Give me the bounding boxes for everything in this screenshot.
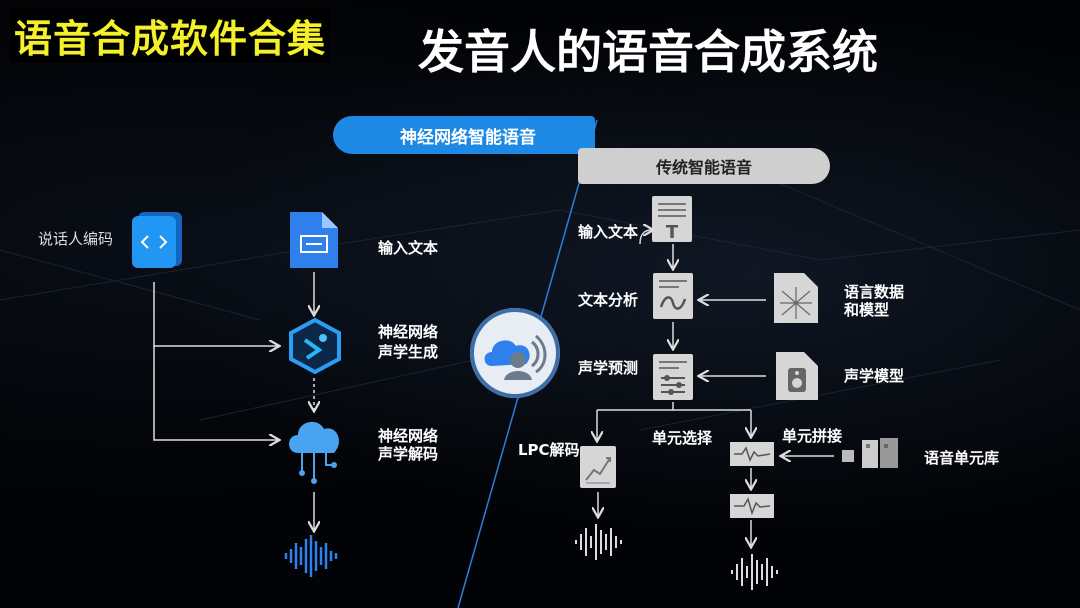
slide-title: 发音人的语音合成系统 — [418, 25, 878, 79]
neural-banner-label: 神经网络智能语音 — [400, 127, 536, 148]
neural-banner: 神经网络智能语音 — [333, 116, 595, 154]
unit-wave-box-icon — [730, 442, 774, 466]
text-analysis-label: 文本分析 — [578, 291, 639, 309]
speech-cloud-logo — [470, 308, 560, 398]
unit-library-label: 语音单元库 — [924, 449, 1000, 467]
code-file-icon — [132, 212, 182, 268]
language-data-line2: 和模型 — [844, 301, 890, 319]
lpc-output-waveform-icon — [575, 524, 622, 560]
language-data-line1: 语言数据 — [844, 283, 905, 301]
acoustic-predict-doc-icon — [653, 354, 693, 400]
acoustic-model-doc-icon — [776, 352, 818, 400]
acoustic-predict-label: 声学预测 — [578, 359, 639, 377]
neural-acoustic-gen-line2: 声学生成 — [378, 343, 439, 361]
unit-library-cubes-icon — [842, 438, 898, 468]
speaker-encoding-label: 说话人编码 — [38, 230, 114, 248]
overlay-title: 语音合成软件合集 — [10, 8, 331, 63]
neural-input-text-label: 输入文本 — [378, 239, 439, 257]
concat-output-waveform-icon — [731, 554, 778, 590]
speaker-cloud-icon — [484, 334, 547, 380]
waveform-icon — [284, 535, 338, 577]
text-document-icon — [290, 212, 338, 268]
language-data-doc-icon — [774, 273, 818, 323]
cloud-network-icon — [289, 421, 339, 484]
acoustic-generation-icon — [289, 318, 341, 374]
neural-acoustic-decode-line1: 神经网络 — [378, 427, 439, 445]
neural-acoustic-gen-line1: 神经网络 — [378, 323, 439, 341]
concat-wave-box-icon — [730, 494, 774, 518]
neural-acoustic-decode-line2: 声学解码 — [378, 445, 439, 463]
unit-select-label: 单元选择 — [652, 429, 713, 447]
trad-input-text-label: 输入文本 — [578, 223, 639, 241]
input-text-doc-icon: T — [652, 196, 692, 242]
unit-concat-label: 单元拼接 — [782, 427, 843, 445]
lpc-decode-label: LPC解码 — [518, 441, 580, 459]
svg-text:T: T — [666, 222, 679, 242]
text-analysis-doc-icon — [653, 273, 693, 319]
lpc-chart-doc-icon — [580, 446, 616, 488]
traditional-banner: 传统智能语音 — [578, 148, 830, 184]
traditional-banner-label: 传统智能语音 — [655, 158, 752, 177]
acoustic-model-label: 声学模型 — [844, 367, 905, 385]
